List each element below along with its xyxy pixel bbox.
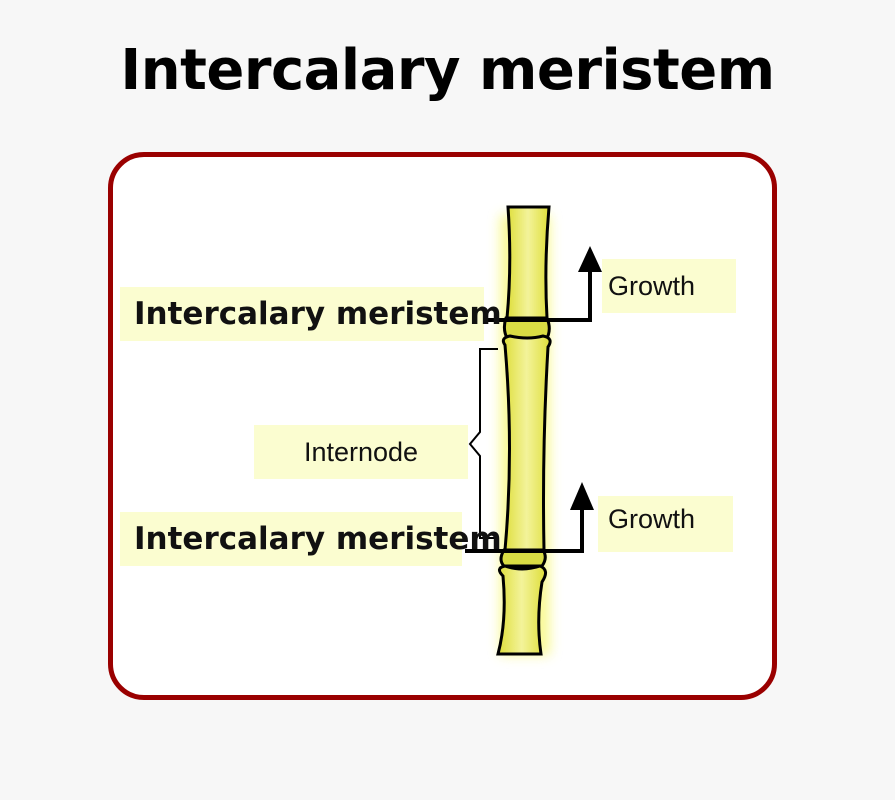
label-growth-bottom: Growth (598, 496, 733, 552)
stem-segment-bottom (496, 564, 547, 656)
stem-segment-top (505, 205, 551, 320)
label-meristem-bottom: Intercalary meristem (120, 512, 502, 566)
internode-bracket (468, 348, 498, 539)
growth-arrow-bottom-icon (570, 482, 594, 510)
label-meristem-top: Intercalary meristem (120, 287, 502, 341)
growth-arrow-top-icon (578, 246, 602, 272)
label-growth-top-text: Growth (608, 270, 696, 301)
label-growth-top: Growth (602, 259, 736, 313)
stem-segment-internode (501, 334, 552, 552)
label-meristem-top-text: Intercalary meristem (134, 296, 502, 332)
growth-connector-top (484, 268, 592, 322)
label-growth-bottom-text: Growth (608, 504, 696, 534)
label-meristem-bottom-text: Intercalary meristem (134, 521, 502, 557)
label-internode-text: Internode (303, 436, 419, 467)
growth-connector-bottom (465, 506, 584, 553)
label-internode: Internode (254, 425, 468, 479)
page-title: Intercalary meristem (120, 38, 775, 103)
